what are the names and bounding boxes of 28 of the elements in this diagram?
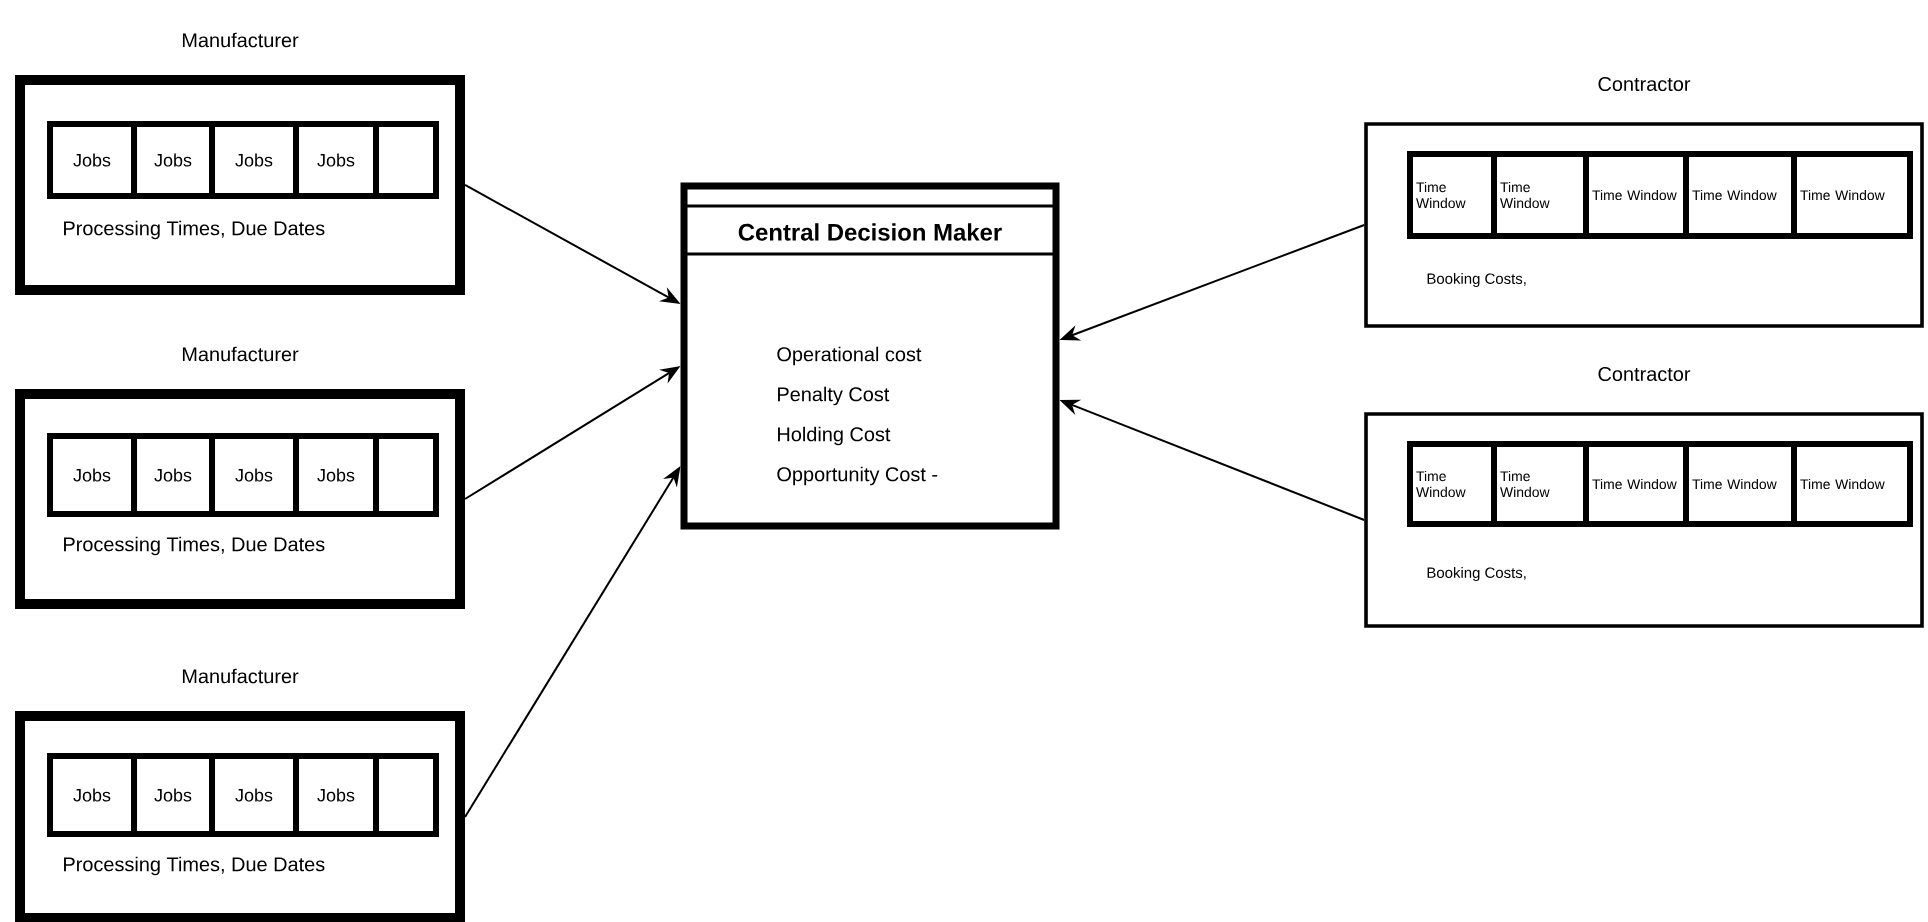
job-cell: Jobs	[47, 121, 137, 199]
job-cell: Jobs	[131, 753, 215, 837]
cost-item: Opportunity Cost -	[777, 466, 938, 486]
box-heading: Manufacturer	[182, 668, 299, 684]
job-cell: Jobs	[209, 433, 299, 517]
job-cell: Jobs	[47, 433, 137, 517]
cost-item: Operational cost	[777, 346, 922, 366]
empty-cell	[373, 121, 439, 199]
cost-item: Penalty Cost	[778, 386, 890, 406]
empty-cell	[373, 433, 439, 517]
job-cell: Jobs	[131, 433, 215, 517]
empty-cell	[373, 753, 439, 837]
cost-item: Holding Cost	[778, 426, 891, 446]
job-cell: Jobs	[209, 753, 299, 837]
box-text: Processing Times, Due Dates	[64, 536, 325, 556]
job-cell: Jobs	[131, 121, 215, 199]
job-cell: Jobs	[209, 121, 299, 199]
box-text: Processing Times, Due Dates	[64, 856, 325, 876]
job-cell: Jobs	[293, 753, 379, 837]
job-cell: Jobs	[47, 753, 137, 837]
box-heading: Contractor	[1598, 76, 1691, 92]
box-heading: Central Decision Maker	[738, 223, 1002, 241]
box-text: Processing Times, Due Dates	[64, 220, 325, 240]
job-cell: Jobs	[293, 433, 379, 517]
job-cell: Jobs	[293, 121, 379, 199]
box-heading: Manufacturer	[182, 32, 299, 48]
box-heading: Manufacturer	[182, 346, 299, 362]
box-heading: Contractor	[1598, 366, 1691, 382]
